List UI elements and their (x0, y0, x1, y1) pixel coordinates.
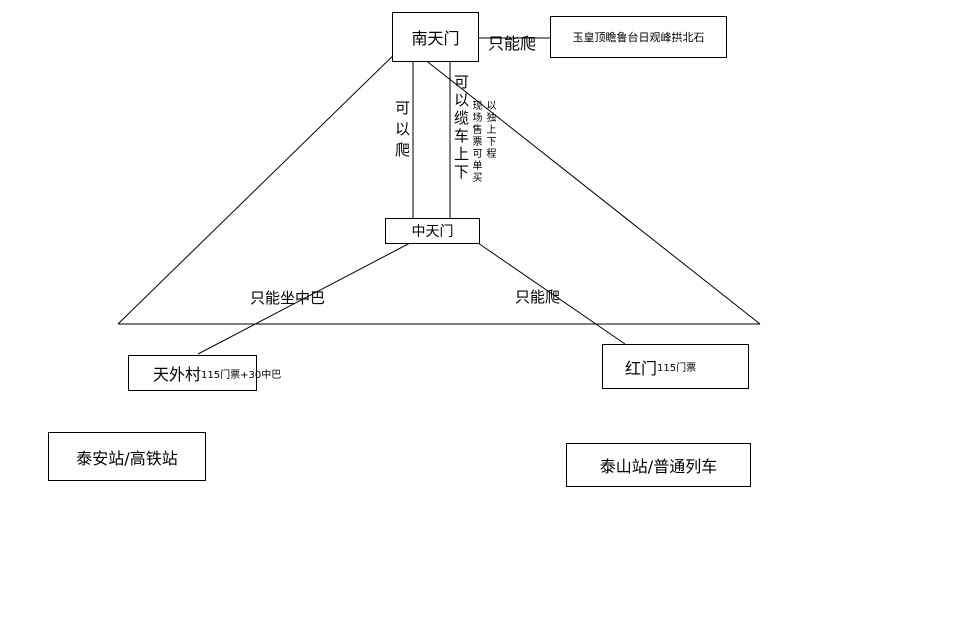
zhongtianmen-to-tianwaicun-line (197, 242, 411, 355)
node-zhongtianmen: 中天门 (385, 218, 480, 244)
node-taian-station: 泰安站/高铁站 (48, 432, 206, 481)
node-taian-station-label: 泰安站/高铁站 (76, 448, 178, 468)
node-taishan-station-label: 泰山站/普通列车 (599, 457, 718, 476)
node-zhongtianmen-label: 中天门 (411, 224, 454, 240)
edge-label-minibus-only: 只能坐中巴 (250, 289, 326, 307)
node-hongmen-label: 红门 (625, 358, 658, 378)
node-hongmen-fee: 115门票 (657, 363, 697, 374)
node-taishan-station: 泰山站/普通列车 (566, 443, 751, 487)
edge-label-climb: 可以爬 (393, 100, 411, 163)
node-tianwaicun-fee: 115门票+30中巴 (201, 369, 282, 381)
triangle-left-edge (117, 43, 406, 325)
node-yuhuangding: 玉皇顶瞻鲁台日观峰拱北石 (550, 16, 727, 58)
edge-label-summit-climb-only: 只能爬 (488, 34, 537, 53)
node-nantianmen-label: 南天门 (411, 29, 460, 48)
node-tianwaicun: 天外村 115门票+30中巴 (128, 355, 281, 391)
node-tianwaicun-label: 天外村 (153, 365, 202, 384)
edge-label-ticket-note-1: 现场售票可单买 (470, 100, 481, 184)
triangle-right-edge (404, 43, 761, 325)
edge-label-hongmen-climb-only: 只能爬 (515, 288, 561, 306)
node-hongmen: 红门 115门票 (602, 344, 749, 389)
node-nantianmen: 南天门 (392, 12, 479, 62)
edge-label-ticket-note-2: 以独上下程 (484, 100, 495, 160)
edge-label-cable-car: 可以缆车上下 (452, 74, 470, 182)
node-yuhuangding-label: 玉皇顶瞻鲁台日观峰拱北石 (572, 31, 705, 44)
zhongtianmen-to-hongmen-line (477, 242, 626, 345)
